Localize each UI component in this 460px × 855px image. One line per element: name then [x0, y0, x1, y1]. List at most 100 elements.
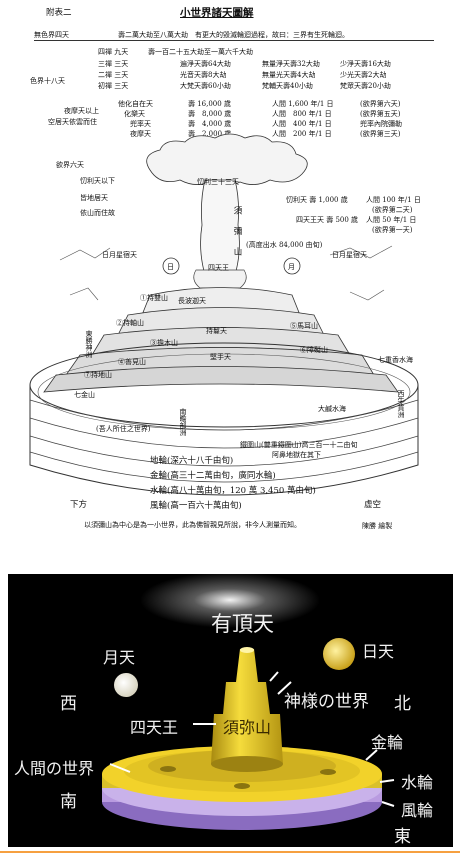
four-kings-label: 四天王: [208, 264, 229, 272]
desire-6-name: 他化自在天: [118, 100, 153, 108]
ring-label-7: ⑦持地山: [84, 371, 112, 379]
east-label: 東: [394, 827, 411, 847]
gods-world-label: 神様の世界: [284, 692, 369, 712]
dhyana-3-c: 少淨天壽16大劫: [340, 60, 391, 68]
top-heaven-label: 有頂天: [211, 612, 274, 636]
sun-label: 日: [167, 263, 174, 271]
desire-5-note: (欲界第五天): [360, 110, 401, 118]
world-diagram-drawing: 附表二 小世界諸天圖解 無色界四天 壽二萬大劫至八萬大劫 有更大的毀滅輪迴過程，…: [29, 7, 434, 530]
four-kings-label-jp: 四天王: [130, 718, 179, 737]
signature: 陳勝 繪製: [362, 522, 393, 530]
layer-earth: 地輪(深六十八千由旬): [150, 456, 234, 466]
formless-realm-label: 無色界四天: [34, 31, 69, 39]
desire-4-name: 兜率天: [130, 120, 151, 128]
layer-water: 水輪(高八十萬由旬，120 萬 3,450 萬由旬): [150, 486, 316, 496]
layer-wind: 風輪(高一百六十萬由旬): [150, 501, 242, 511]
desire-6-day: 人間 1,600 年/1 日: [272, 100, 334, 108]
west-label: 西: [60, 694, 77, 714]
sumeru-label: 須彌山: [232, 206, 242, 268]
moon-label: 月: [288, 263, 295, 271]
seven-fragrant-sea: 七重香水海: [378, 356, 413, 364]
mount-sumeru-label: 須弥山: [223, 718, 272, 737]
gold-wheel-label: 金輪: [371, 733, 404, 752]
dhyana-3-a: 遍淨天壽64大劫: [180, 60, 231, 68]
ring-label-6: ⑥障礙山: [300, 346, 328, 354]
appendix-label: 附表二: [46, 8, 72, 18]
four-kings-note: (欲界第一天): [372, 226, 413, 234]
iron-ring-label: 鐵圍山(雙重鐵圍山)高三百一十二由旬: [240, 441, 358, 449]
desire-6-note: (欲界第六天): [360, 100, 401, 108]
seven-gold-label: 七金山: [74, 391, 95, 399]
dhyana-2-c: 少光天壽2大劫: [340, 71, 387, 79]
ring-label-8: 長波迦天: [178, 297, 206, 305]
diagram-title: 小世界諸天圖解: [180, 7, 254, 19]
ring-label-2: ②持軸山: [116, 319, 144, 327]
desire-5-day: 人間 800 年/1 日: [272, 110, 332, 118]
great-salt-sea: 大鹹水海: [318, 405, 346, 413]
continent-west: 西牛貨洲: [397, 390, 405, 418]
sumeru-height: (高度出水 84,000 由旬): [246, 241, 323, 249]
form-realm-label: 色界十八天: [30, 77, 65, 85]
continent-south: 南瞻部洲: [179, 408, 187, 436]
dhyana-1-b: 梵輔天壽40小劫: [262, 82, 313, 90]
desire-4-note: 兜率內院彌勒: [360, 120, 402, 128]
continent-east: 東勝神洲: [85, 330, 93, 358]
desire-3-day: 人間 200 年/1 日: [272, 130, 332, 138]
water-wheel-label: 水輪: [401, 773, 434, 792]
dhyana-1-c: 梵眾天壽20小劫: [340, 82, 391, 90]
layer-gold: 金輪(高三十二萬由旬，廣同水輪): [150, 471, 276, 481]
desire-3-life: 壽 2,000 歲: [188, 130, 232, 138]
wind-wheel-label: 風輪: [401, 801, 434, 820]
ring-label-10: 堅手天: [210, 353, 231, 361]
south-label: 南: [60, 792, 77, 812]
desire-5-name: 化樂天: [124, 110, 145, 118]
ring-label-1: ①持雙山: [140, 294, 168, 302]
trayastrimsa-day: 人間 100 年/1 日: [366, 196, 421, 204]
ring-label-3: ③擔木山: [150, 339, 178, 347]
stars-left-label: 日月星宿天: [102, 251, 137, 259]
void-label: 虛空: [364, 500, 382, 510]
below-label: 下方: [70, 500, 88, 510]
ring-label-5: ⑤馬耳山: [290, 322, 318, 330]
desire-4-life: 壽 4,000 歲: [188, 120, 232, 128]
divider-line: [34, 40, 434, 41]
desire-5-life: 壽 8,000 歲: [188, 110, 232, 118]
formless-realm-text: 壽二萬大劫至八萬大劫 有更大的毀滅輪迴過程，故曰：三界有生死輪迴。: [118, 31, 349, 39]
desire-6-life: 壽 16,000 歲: [188, 100, 231, 108]
above-night-label: 夜摩天以上: [64, 107, 99, 115]
trayastrimsa-life: 忉利天 壽 1,000 歲: [286, 196, 348, 204]
dhyana-2-name: 二禪 三天: [98, 71, 129, 79]
sky-dwelling-label: 空居天依雲而住: [48, 118, 97, 126]
sun-heaven-label: 日天: [362, 642, 395, 661]
dhyana-4-name: 四禪 九天: [98, 48, 129, 56]
stars-right-label: 日月星宿天: [332, 251, 367, 259]
cosmology-3d-panel: 有頂天 月天 日天 西 北 神様の世界 四天王 須弥山 金輪 人間の世界 水輪 …: [8, 574, 453, 847]
dhyana-3-b: 無量淨天壽32大劫: [262, 60, 320, 68]
dhyana-2-a: 光音天壽8大劫: [180, 71, 227, 79]
trayastrimsa-label: 忉利三十三天: [197, 178, 239, 186]
dhyana-2-b: 無量光天壽4大劫: [262, 71, 316, 79]
left-note-2: 皆地居天: [80, 194, 108, 202]
human-world-label-jp: 人間の世界: [14, 759, 95, 778]
desire-3-name: 夜摩天: [130, 130, 151, 138]
desire-3-note: (欲界第三天): [360, 130, 401, 138]
four-kings-day: 人間 50 年/1 日: [366, 216, 417, 224]
trayastrimsa-note: (欲界第二天): [372, 206, 413, 214]
mount-sumeru-drawing: [29, 133, 419, 496]
ring-label-4: ④善見山: [118, 358, 146, 366]
left-note-3: 依山而住故: [80, 209, 115, 217]
cosmology-3d-drawing: [102, 574, 395, 830]
north-label: 北: [394, 694, 411, 714]
moon-heaven-label: 月天: [103, 648, 136, 667]
dhyana-1-a: 大梵天壽60小劫: [180, 82, 231, 90]
dhyana-4-life: 壽一百二十五大劫至一萬六千大劫: [148, 48, 253, 56]
dhyana-1-name: 初禪 三天: [98, 82, 129, 90]
iron-ring-note: 阿鼻地獄在其下: [272, 451, 321, 459]
desire-4-day: 人間 400 年/1 日: [272, 120, 332, 128]
human-world-label: (吾人所住之世界): [96, 425, 151, 433]
ring-label-9: 持鬘天: [206, 327, 227, 335]
desire-six-label: 欲界六天: [56, 161, 84, 169]
footer-caption: 以須彌山為中心是為一小世界，此為佛智親見所說，非今人測量而知。: [84, 521, 301, 529]
bottom-separator-line: [0, 851, 460, 853]
four-kings-life: 四天王天 壽 500 歲: [296, 216, 359, 224]
